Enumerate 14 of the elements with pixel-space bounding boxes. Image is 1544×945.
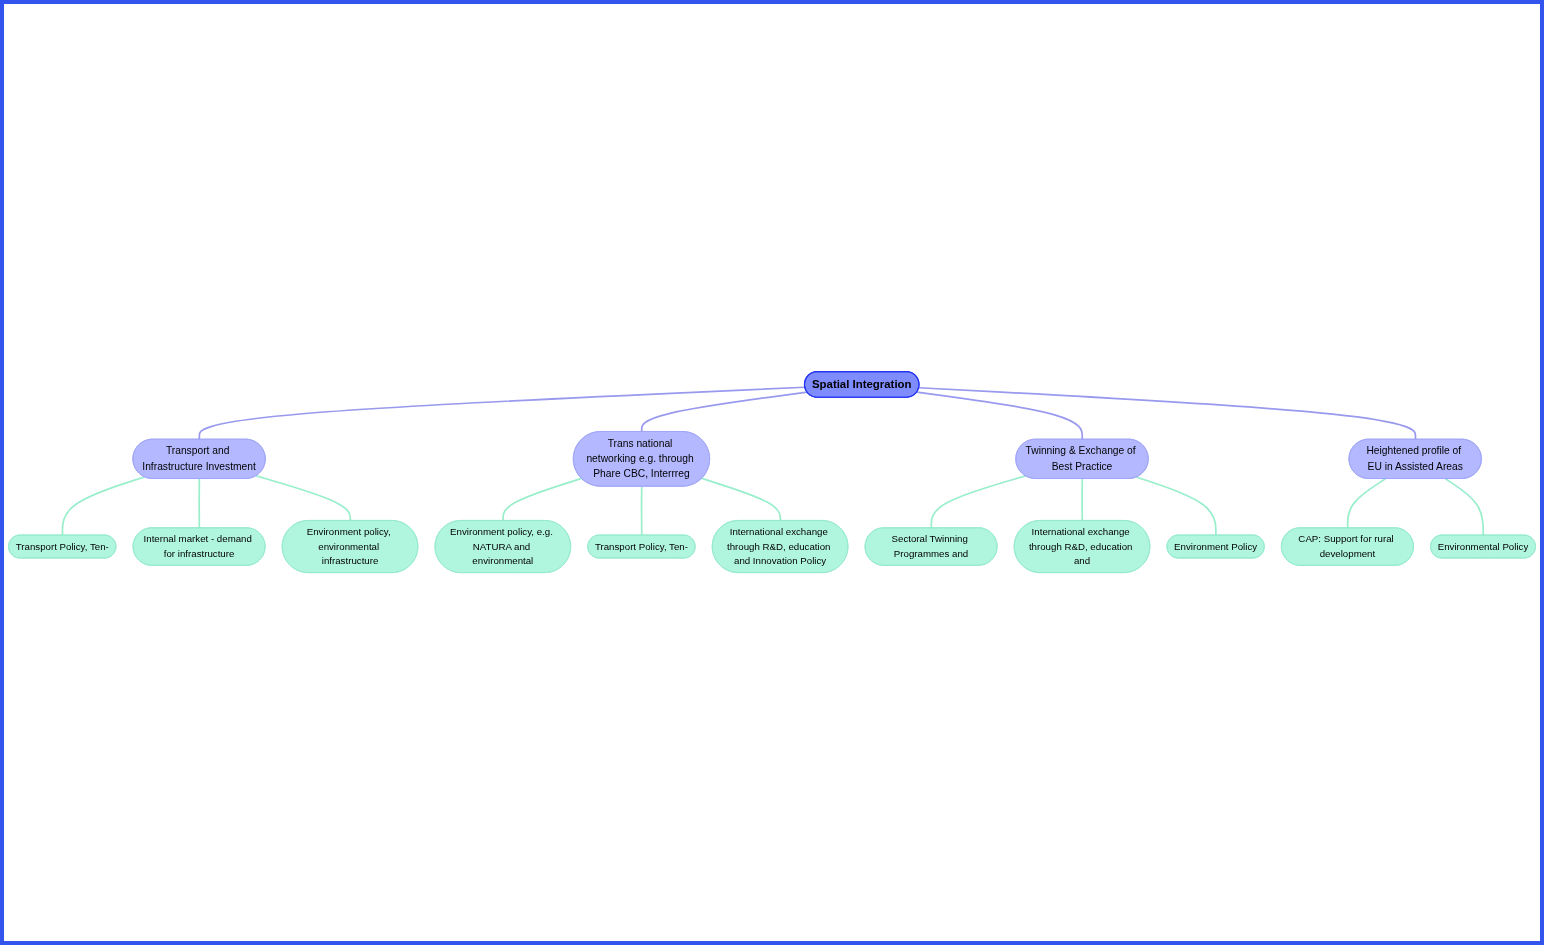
connector (255, 475, 352, 522)
connector (701, 477, 782, 522)
connector (916, 391, 1084, 441)
connector (918, 387, 1417, 441)
connector (198, 478, 201, 530)
connector (1346, 478, 1387, 530)
connector (640, 486, 643, 537)
connector (502, 477, 583, 522)
connector (61, 476, 146, 537)
connector (930, 475, 1027, 530)
connector (640, 391, 809, 433)
connector (1444, 478, 1485, 537)
connector (1135, 476, 1217, 537)
connector (1081, 478, 1084, 522)
